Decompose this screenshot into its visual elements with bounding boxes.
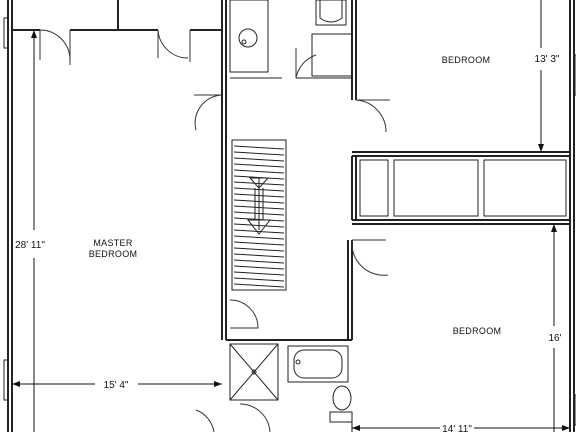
- stair-tread: [233, 259, 285, 264]
- stair-tread: [233, 151, 285, 156]
- bottom-bathroom: [195, 299, 353, 432]
- stair-tread: [233, 271, 285, 276]
- dimension-lines: [12, 0, 570, 432]
- stair-tread: [233, 157, 285, 162]
- bedroom-top-depth-dimension: 13' 3": [535, 54, 560, 65]
- master-depth-dimension: 28' 11": [15, 240, 45, 251]
- bedroom-bottom-depth-dimension: 16': [548, 333, 561, 344]
- hall-closets: [351, 151, 570, 225]
- exterior-walls: [3, 0, 576, 432]
- bedroom-bottom-width-dimension: 14' 11": [442, 424, 472, 432]
- stair-tread: [233, 241, 285, 246]
- stair-tread: [233, 229, 285, 234]
- top-bathroom: [229, 0, 353, 79]
- stair-tread: [233, 169, 285, 174]
- corridor-walls: [194, 0, 390, 340]
- bedroom-top-label: BEDROOM: [442, 55, 491, 65]
- stair-tread: [233, 265, 285, 270]
- stair-tread: [233, 247, 285, 252]
- stairs: [231, 139, 287, 291]
- stair-tread: [233, 283, 285, 288]
- master-bedroom-label-line2: BEDROOM: [89, 249, 138, 259]
- stair-tread: [233, 277, 285, 282]
- stair-tread: [233, 163, 285, 168]
- stair-tread: [233, 145, 285, 150]
- master-width-dimension: 15' 4": [104, 380, 129, 391]
- stair-tread: [233, 235, 285, 240]
- master-closets: [12, 0, 227, 95]
- bedroom-bottom-label: BEDROOM: [453, 326, 502, 336]
- master-bedroom-label-line1: MASTER: [93, 238, 133, 248]
- stair-tread: [233, 253, 285, 258]
